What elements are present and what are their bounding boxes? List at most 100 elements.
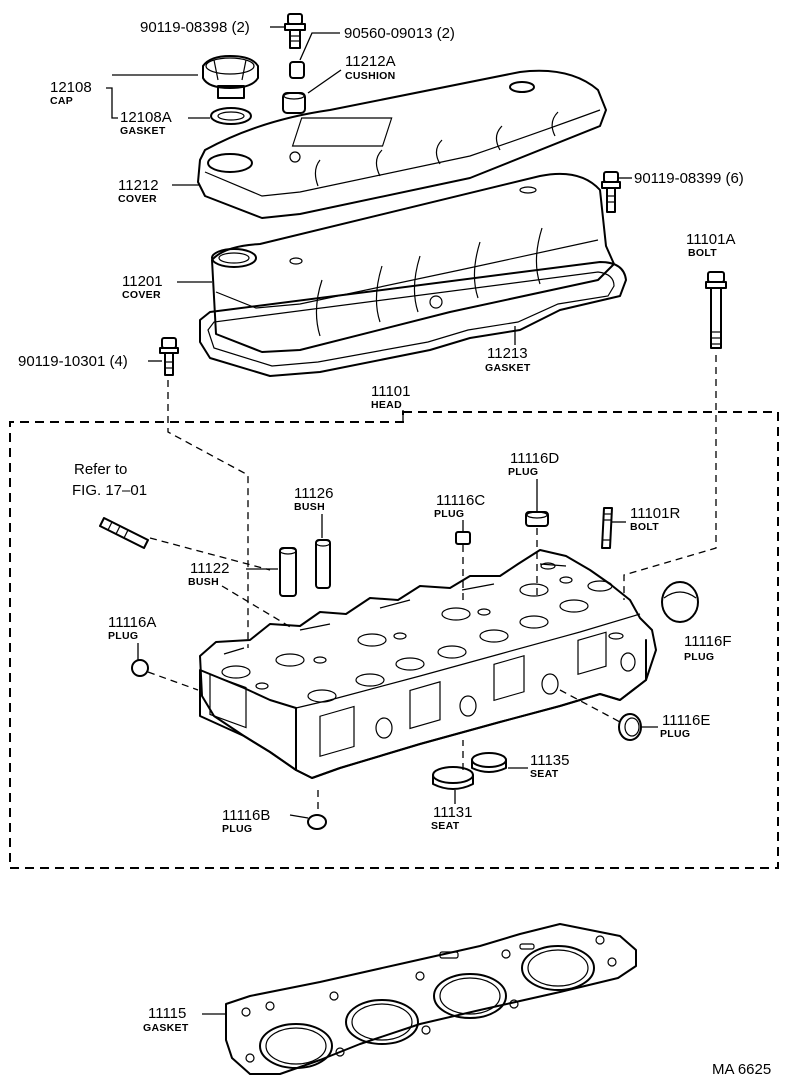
part-number: 11116C	[436, 492, 485, 509]
plug-assembly-line	[559, 689, 621, 723]
callout-12108[interactable]: 12108 CAP	[50, 74, 198, 119]
part-number: 11116F	[684, 633, 732, 650]
cushion-11212a	[282, 92, 306, 114]
cam-cover-gasket-11213	[199, 261, 627, 377]
bolt-90119-08399	[601, 171, 621, 213]
bolt-11101r	[601, 507, 613, 549]
part-number: 90560-09013 (2)	[344, 25, 455, 42]
part-name: SEAT	[431, 820, 460, 832]
plug-11116f	[661, 581, 699, 623]
callout-11135[interactable]: 11135 SEAT	[508, 752, 570, 780]
part-number: 90119-08398 (2)	[140, 19, 250, 36]
plug-11116c	[455, 531, 471, 545]
part-number: 12108	[50, 79, 92, 96]
reference-line-1: Refer to	[74, 461, 127, 478]
part-number: 11213	[487, 345, 528, 362]
cam-cover-11201	[211, 172, 615, 353]
bolt-11101a	[705, 271, 727, 349]
callout-11201[interactable]: 11201 COVER	[122, 273, 212, 301]
callout-11116d[interactable]: 11116D PLUG	[508, 450, 559, 512]
part-name: CUSHION	[345, 70, 396, 82]
bush-11126	[315, 539, 331, 589]
part-number: 12108A	[120, 109, 172, 126]
plug-11116b	[307, 814, 327, 830]
callout-11126[interactable]: 11126 BUSH	[294, 485, 334, 538]
oil-filler-cap-12108	[202, 55, 259, 99]
part-number: 11101R	[630, 505, 680, 522]
callout-90119-08398[interactable]: 90119-08398 (2)	[140, 19, 286, 36]
part-number: 90119-08399 (6)	[634, 170, 744, 187]
callout-11131[interactable]: 11131 SEAT	[431, 790, 473, 832]
part-name: BUSH	[294, 501, 325, 513]
plug-11116a	[131, 659, 149, 677]
part-number: 11126	[294, 485, 334, 502]
callout-11213[interactable]: 11213 GASKET	[485, 326, 531, 374]
part-name: SEAT	[530, 768, 559, 780]
bolt-90119-10301	[159, 337, 179, 376]
part-name: PLUG	[434, 508, 464, 520]
part-number: 11131	[433, 804, 473, 821]
part-name: PLUG	[222, 823, 252, 835]
stud-reference	[99, 517, 149, 549]
part-number: 11212A	[345, 53, 396, 70]
part-name: GASKET	[485, 362, 531, 374]
callout-11116e[interactable]: 11116E PLUG	[641, 712, 710, 740]
part-number: 90119-10301 (4)	[18, 353, 128, 370]
part-name: PLUG	[508, 466, 538, 478]
callout-11101r[interactable]: 11101R BOLT	[612, 505, 680, 533]
callout-11116c[interactable]: 11116C PLUG	[434, 492, 485, 532]
callout-90119-08399[interactable]: 90119-08399 (6)	[618, 170, 744, 187]
bush-assembly-line	[221, 585, 293, 629]
part-name: GASKET	[143, 1022, 189, 1034]
cylinder-head-11101	[199, 549, 657, 779]
part-number: 11101	[371, 383, 411, 400]
callout-11116b[interactable]: 11116B PLUG	[222, 807, 309, 835]
stud-assembly-line	[149, 537, 271, 571]
reference-line-2: FIG. 17–01	[72, 482, 147, 499]
callout-11101[interactable]: 11101 HEAD	[371, 383, 411, 411]
part-number: 11212	[118, 177, 159, 194]
callout-12108a[interactable]: 12108A GASKET	[120, 109, 210, 137]
callout-90560-09013[interactable]: 90560-09013 (2)	[299, 25, 455, 61]
part-number: 11115	[148, 1005, 186, 1022]
plug-11116e	[618, 713, 642, 741]
part-number: 11201	[122, 273, 163, 290]
part-name: CAP	[50, 95, 73, 107]
part-name: COVER	[118, 193, 157, 205]
bolt-assembly-line	[167, 380, 249, 648]
grommet-90560-09013	[289, 61, 305, 79]
callout-11101a[interactable]: 11101A BOLT	[686, 231, 736, 259]
valve-cover-11212	[197, 69, 607, 219]
part-number: 11122	[190, 560, 230, 577]
valve-seat-11135	[471, 752, 507, 773]
part-name: BOLT	[630, 521, 659, 533]
valve-seat-11131	[432, 766, 474, 790]
part-name: PLUG	[684, 651, 714, 663]
callout-11212[interactable]: 11212 COVER	[118, 177, 200, 205]
diagram-id: MA 6625	[712, 1061, 771, 1078]
callout-11116f[interactable]: 11116F PLUG	[684, 633, 732, 663]
part-number: 11116B	[222, 807, 270, 824]
part-number: 11116A	[108, 614, 156, 631]
part-name: GASKET	[120, 125, 166, 137]
part-number: 11116D	[510, 450, 559, 467]
part-name: HEAD	[371, 399, 402, 411]
part-number: 11135	[530, 752, 570, 769]
bush-11122	[279, 547, 297, 597]
callout-11115[interactable]: 11115 GASKET	[143, 1005, 226, 1034]
reference-note: Refer to FIG. 17–01	[72, 461, 147, 499]
part-name: PLUG	[108, 630, 138, 642]
bolt-assembly-line	[623, 355, 717, 600]
part-name: BUSH	[188, 576, 219, 588]
callout-11122[interactable]: 11122 BUSH	[188, 560, 278, 588]
cap-gasket-12108a	[210, 107, 252, 125]
callout-11116a[interactable]: 11116A PLUG	[108, 614, 156, 660]
callout-11212a[interactable]: 11212A CUSHION	[307, 53, 396, 94]
bolt-90119-08398	[284, 13, 306, 49]
plug-assembly-line	[147, 671, 199, 691]
part-name: COVER	[122, 289, 161, 301]
part-number: 11101A	[686, 231, 736, 248]
callout-90119-10301[interactable]: 90119-10301 (4)	[18, 353, 162, 370]
part-name: BOLT	[688, 247, 717, 259]
